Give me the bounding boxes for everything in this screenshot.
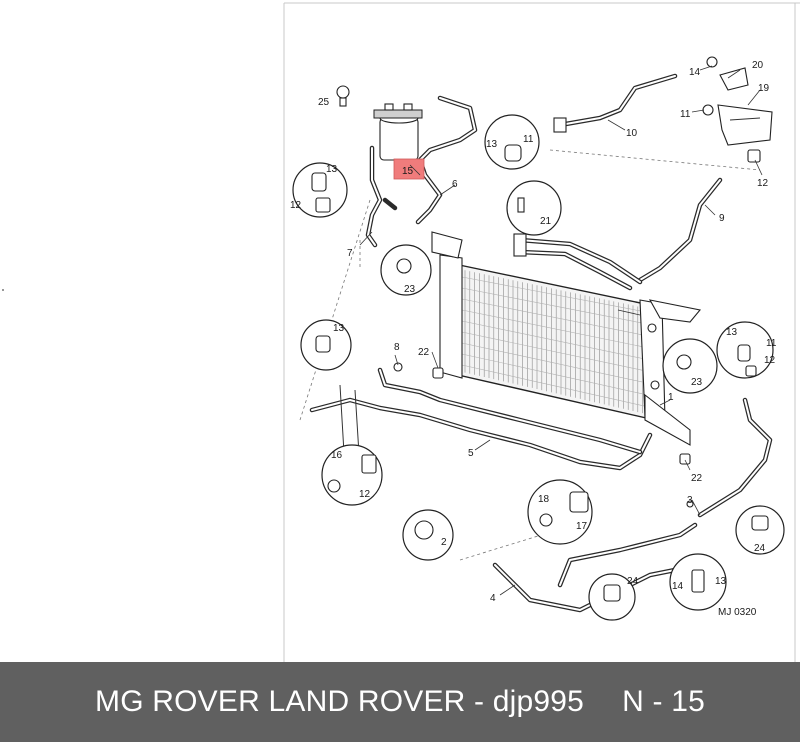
label-21: 21 — [540, 216, 552, 227]
label-5: 5 — [468, 448, 474, 459]
label-23a: 23 — [404, 284, 416, 295]
pipe-21-hose — [513, 233, 643, 291]
label-14a: 14 — [689, 67, 701, 78]
label-13e: 13 — [715, 576, 727, 587]
label-15: 15 — [402, 166, 414, 177]
footer-bar: MG ROVER LAND ROVER - djp995 N - 15 — [0, 662, 800, 742]
label-13d: 13 — [726, 327, 738, 338]
label-7: 7 — [347, 248, 353, 259]
label-2: 2 — [441, 537, 447, 548]
label-17: 17 — [576, 521, 588, 532]
label-11a: 11 — [523, 134, 534, 145]
label-6: 6 — [452, 179, 458, 190]
footer-page: N - 15 — [622, 685, 705, 718]
fasteners — [311, 56, 769, 602]
label-9: 9 — [719, 213, 725, 224]
label-12c: 12 — [764, 355, 776, 366]
highlight-box — [393, 158, 425, 180]
label-20: 20 — [752, 60, 764, 71]
pipe-3 — [697, 397, 773, 518]
pipe-10 — [553, 73, 678, 133]
part-labels: 1 2 3 4 5 6 7 8 9 10 11 11 11 12 12 12 1… — [290, 60, 777, 618]
label-3: 3 — [687, 495, 693, 506]
label-16: 16 — [331, 450, 343, 461]
label-13b: 13 — [486, 139, 498, 150]
label-14b: 14 — [672, 581, 684, 592]
guide-lines — [299, 149, 761, 561]
label-12d: 12 — [359, 489, 371, 500]
label-11b: 11 — [680, 109, 691, 120]
label-22a: 22 — [418, 347, 430, 358]
label-1: 1 — [668, 392, 674, 403]
label-23b: 23 — [691, 377, 703, 388]
pipe-7 — [365, 145, 398, 248]
footer-title: MG ROVER LAND ROVER - djp995 — [95, 685, 585, 718]
leader-lines — [359, 65, 763, 596]
label-19: 19 — [758, 83, 770, 94]
parts-diagram: 1 2 3 4 5 6 7 8 9 10 11 11 11 12 12 12 1… — [2, 2, 800, 662]
label-18: 18 — [538, 494, 550, 505]
receiver-drier-15 — [373, 103, 425, 180]
label-24b: 24 — [627, 576, 639, 587]
label-4: 4 — [490, 593, 496, 604]
label-22b: 22 — [691, 473, 703, 484]
label-10: 10 — [626, 128, 638, 139]
label-12b: 12 — [757, 178, 769, 189]
condenser — [431, 231, 702, 446]
label-25: 25 — [318, 97, 330, 108]
pipe-6 — [415, 95, 478, 225]
label-8: 8 — [394, 342, 400, 353]
label-12a: 12 — [290, 200, 302, 211]
bracket-19 — [717, 67, 773, 146]
label-13a: 13 — [326, 164, 338, 175]
label-11c: 11 — [766, 338, 777, 349]
pipe-5 — [309, 367, 653, 471]
diagram-reference: MJ 0320 — [718, 607, 757, 618]
label-13c: 13 — [333, 323, 345, 334]
pipe-9 — [637, 177, 723, 283]
label-24a: 24 — [754, 543, 766, 554]
